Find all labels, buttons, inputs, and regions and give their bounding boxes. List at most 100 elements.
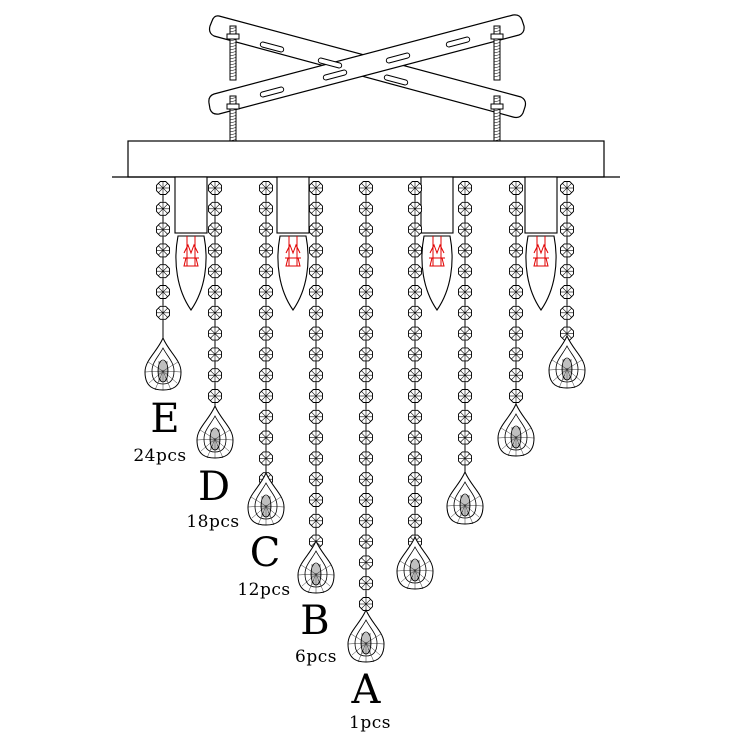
crystal-bead	[208, 368, 222, 383]
strand-labels: E 24pcs D 18pcs C 12pcs B 6pcs A 1pcs	[133, 396, 390, 733]
bracket-bar-2	[208, 14, 525, 115]
crystal-bead	[408, 493, 422, 507]
crystal-bead	[509, 222, 523, 237]
crystal-bead	[509, 201, 523, 216]
bulb-socket	[524, 176, 558, 234]
crystal-bead	[309, 430, 323, 445]
crystal-teardrop	[347, 608, 385, 663]
crystal-bead	[359, 201, 373, 216]
crystal-bead	[259, 430, 273, 445]
crystal-bead	[359, 576, 373, 591]
crystal-bead	[560, 264, 574, 279]
bracket-slot	[259, 41, 285, 53]
crystal-strand	[347, 181, 385, 663]
crystal-bead	[208, 326, 222, 341]
crystal-teardrop	[196, 404, 234, 459]
crystal-bead	[208, 285, 222, 299]
crystal-bead	[309, 347, 323, 362]
crystal-teardrop	[297, 539, 335, 594]
bracket-slot	[383, 74, 409, 86]
crystal-bead	[309, 493, 323, 507]
crystal-bead	[509, 368, 523, 383]
crystal-bead	[259, 368, 273, 383]
crystal-bead	[259, 305, 273, 320]
filament-icon	[533, 236, 549, 267]
crystal-bead	[509, 326, 523, 341]
crystal-bead	[156, 305, 170, 320]
crystal-teardrop	[548, 334, 586, 389]
threaded-rod	[226, 25, 240, 81]
crystal-bead	[509, 285, 523, 299]
crystal-bead	[156, 264, 170, 279]
crystal-bead	[309, 451, 323, 466]
crystal-bead	[359, 430, 373, 445]
crystal-bead	[359, 181, 373, 195]
crystal-bead	[560, 222, 574, 237]
label-letter-e: E	[150, 396, 179, 442]
bulb	[524, 176, 558, 311]
crystal-strand	[548, 181, 586, 389]
bracket-slots	[259, 36, 471, 98]
crystal-bead	[560, 181, 574, 195]
crystal-bead	[309, 368, 323, 383]
crystal-bead	[408, 222, 422, 237]
crystal-bead	[309, 285, 323, 299]
crystal-bead	[208, 347, 222, 362]
crystal-bead	[359, 326, 373, 341]
bulb-socket	[174, 176, 208, 234]
label-qty-c: 12pcs	[237, 580, 290, 600]
crystal-bead	[408, 430, 422, 445]
crystal-strand	[446, 181, 484, 525]
crystal-bead	[408, 243, 422, 258]
crystal-bead	[259, 285, 273, 299]
crystal-strand	[247, 181, 285, 526]
crystal-bead	[208, 264, 222, 279]
crystal-bead	[408, 264, 422, 279]
crystal-bead	[359, 493, 373, 507]
label-qty-d: 18pcs	[186, 512, 239, 532]
crystal-bead	[208, 305, 222, 320]
crystal-bead	[458, 451, 472, 466]
crystal-bead	[208, 201, 222, 216]
crystal-bead	[259, 347, 273, 362]
crystal-bead	[359, 347, 373, 362]
crystal-bead	[359, 264, 373, 279]
crystal-bead	[259, 409, 273, 424]
crystal-bead	[309, 513, 323, 528]
label-letter-d: D	[198, 464, 230, 510]
crystal-bead	[359, 368, 373, 383]
bracket-slot	[322, 69, 348, 81]
bracket-slot	[385, 52, 411, 64]
bulb	[174, 176, 208, 311]
crystal-bead	[359, 389, 373, 403]
bulb-glass	[277, 235, 309, 311]
crystal-bead	[359, 472, 373, 487]
crystal-bead	[309, 472, 323, 487]
crystal-bead	[408, 326, 422, 341]
label-qty-b: 6pcs	[295, 647, 337, 667]
crystal-bead	[458, 181, 472, 195]
crystal-bead	[259, 389, 273, 403]
bulb-socket	[276, 176, 310, 234]
crystal-bead	[359, 243, 373, 258]
label-qty-e: 24pcs	[133, 446, 186, 466]
crystal-bead	[509, 181, 523, 195]
label-letter-b: B	[300, 598, 329, 644]
crystal-teardrop	[497, 402, 535, 457]
bracket-slot	[259, 86, 285, 98]
crystal-bead	[208, 181, 222, 195]
crystal-bead	[309, 264, 323, 279]
crystal-bead	[208, 222, 222, 237]
crystal-bead	[408, 389, 422, 403]
crystal-bead	[408, 201, 422, 216]
crystal-strands	[144, 181, 586, 663]
crystal-bead	[560, 243, 574, 258]
bulb-glass	[525, 235, 557, 311]
crystal-bead	[309, 389, 323, 403]
crystal-bead	[359, 597, 373, 611]
threaded-rods	[226, 25, 504, 151]
bulb-glass	[421, 235, 453, 311]
filament-icon	[429, 236, 445, 267]
bulbs	[174, 176, 558, 311]
filament-icon	[285, 236, 301, 267]
